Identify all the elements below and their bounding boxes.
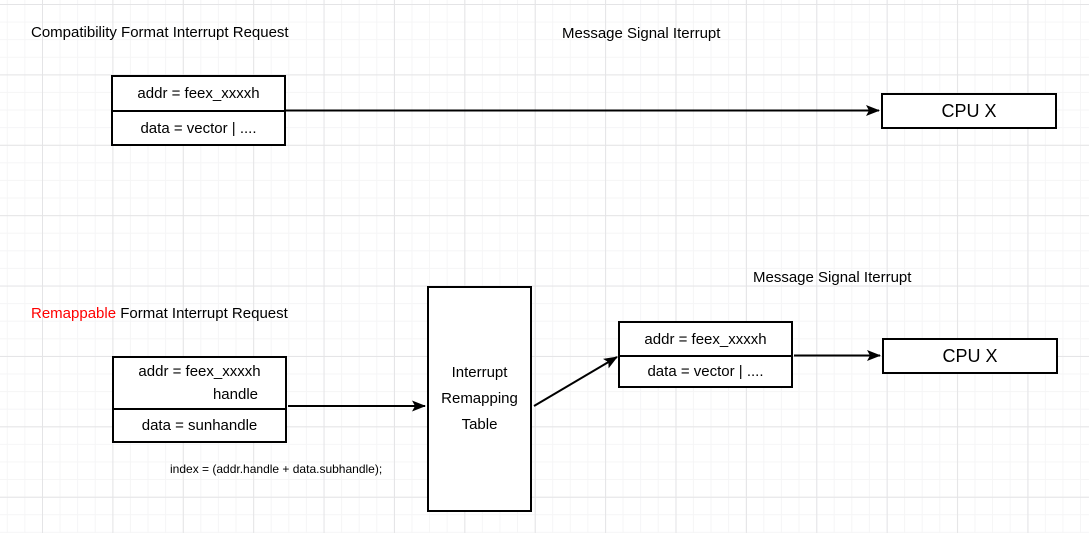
arrow-table-to-msi [533,356,618,407]
remapped-msi-addr-cell: addr = feex_xxxxh [620,323,791,357]
irt-line1: Interrupt [451,364,508,381]
remappable-highlight-word: Remappable [31,305,117,322]
remap-request-addr-cell: addr = feex_xxxxh handle [114,358,285,410]
remapped-msi-box: addr = feex_xxxxh data = vector | .... [618,321,793,388]
remap-request-addr-line2: handle [212,386,259,403]
cpu-box-top: CPU X [881,93,1057,129]
remap-request-addr-line1: addr = feex_xxxxh [138,363,261,380]
compat-request-data-cell: data = vector | .... [140,119,257,137]
remapped-msi-data-cell: data = vector | .... [647,363,764,380]
remap-request-box: addr = feex_xxxxh handle data = sunhandl… [112,356,287,443]
cpu-box-bottom: CPU X [882,338,1058,374]
compat-request-addr-cell: addr = feex_xxxxh [113,77,284,112]
index-formula-label: index = (addr.handle + data.subhandle); [170,462,383,476]
compat-request-box: addr = feex_xxxxh data = vector | .... [111,75,286,146]
remap-request-data-cell: data = sunhandle [141,417,258,434]
remappable-title-rest: Format Interrupt Request [116,305,288,322]
irt-line2: Remapping [441,390,518,407]
message-signal-interrupt-label-top: Message Signal Iterrupt [562,25,721,42]
message-signal-interrupt-label-bottom: Message Signal Iterrupt [753,269,912,286]
interrupt-remapping-table-box: Interrupt Remapping Table [427,286,532,512]
irt-line3: Table [461,416,498,433]
remappable-format-title: Remappable Format Interrupt Request [31,304,288,324]
compatibility-format-title: Compatibility Format Interrupt Request [31,24,289,41]
